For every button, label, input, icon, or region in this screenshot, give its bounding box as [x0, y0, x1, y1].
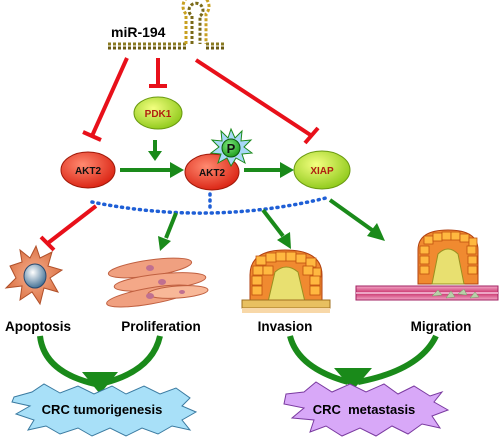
akt2-right-node: AKT2	[184, 153, 240, 191]
pdk1-node: PDK1	[133, 96, 183, 130]
xiap-label: XIAP	[310, 166, 334, 177]
activate-pakt2-to-xiap	[244, 162, 294, 178]
activate-to-migration	[328, 198, 385, 241]
inhibit-mir-to-akt2	[82, 57, 129, 142]
proliferation-label: Proliferation	[121, 319, 201, 334]
metastasis-badge: CRC metastasis	[283, 381, 450, 437]
akt2-left-label: AKT2	[75, 166, 102, 177]
inhibit-mir-to-pdk1	[149, 58, 167, 88]
phospho-label: P	[227, 141, 236, 156]
apoptosis-label: Apoptosis	[5, 319, 71, 334]
apoptotic-cell-icon	[4, 244, 64, 306]
inhibit-mir-to-xiap	[194, 58, 320, 145]
xiap-node: XIAP	[293, 150, 351, 190]
activate-akt2-to-pakt2	[120, 162, 184, 178]
akt2-left-node: AKT2	[60, 151, 116, 189]
converge-arrow-tumorigenesis	[37, 335, 163, 394]
mir194-label: miR-194	[111, 24, 166, 40]
activate-pdk1-to-akt2	[148, 140, 162, 161]
mirna-hairpin-icon	[108, 0, 226, 50]
tumorigenesis-label: CRC tumorigenesis	[42, 402, 163, 417]
dotted-integration-line	[90, 196, 328, 215]
migrating-tissue-icon	[355, 229, 499, 301]
invading-tissue-icon	[241, 249, 331, 313]
inhibit-to-apoptosis	[39, 204, 98, 252]
migration-label: Migration	[411, 319, 472, 334]
activate-to-proliferation	[158, 212, 178, 251]
metastasis-label: CRC metastasis	[313, 402, 416, 417]
tumorigenesis-badge: CRC tumorigenesis	[11, 383, 198, 437]
converge-arrow-metastasis	[287, 334, 439, 390]
invasion-label: Invasion	[258, 319, 313, 334]
phosphorylation-icon: P	[209, 127, 254, 168]
pdk1-label: PDK1	[145, 109, 172, 120]
activate-to-invasion	[261, 208, 291, 249]
akt2-right-label: AKT2	[199, 168, 226, 179]
proliferating-cells-icon	[106, 257, 209, 308]
